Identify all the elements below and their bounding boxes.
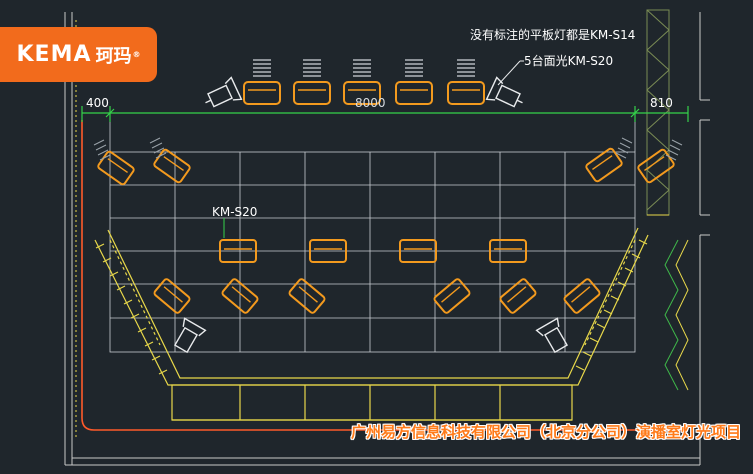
stage-truss — [94, 227, 649, 421]
lower-panels — [153, 278, 601, 314]
note-face-lights: 5台面光KM-S20 — [524, 54, 614, 68]
dimension-right: 810 — [650, 96, 673, 110]
wall-line — [81, 120, 688, 431]
room-frame — [64, 12, 710, 466]
dimension-center: 8000 — [355, 96, 386, 110]
dimension-left: 400 — [86, 96, 109, 110]
logo-chinese: 珂玛 — [95, 45, 132, 67]
lighting-grid — [109, 110, 636, 353]
middle-panels — [219, 218, 527, 263]
note-panel-lights: 没有标注的平板灯都是KM-S14 — [470, 28, 636, 42]
dimension-line — [81, 106, 689, 122]
face-lights — [243, 59, 485, 105]
model-label: KM-S20 — [212, 205, 258, 219]
spotlights-top — [173, 76, 569, 354]
side-panel-lights — [93, 137, 683, 186]
project-title: 广州易方信息科技有限公司（北京分公司）演播室灯光项目 — [350, 423, 741, 441]
logo-reg: ® — [132, 50, 141, 59]
logo-brand: KEMA — [16, 42, 92, 67]
leader-lines — [497, 60, 524, 86]
kema-logo: KEMA 珂玛 ® — [0, 27, 157, 82]
zigzag-wall — [664, 239, 679, 391]
